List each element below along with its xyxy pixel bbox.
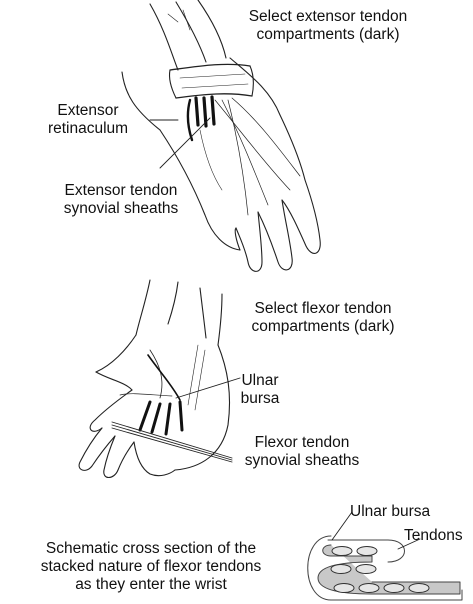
tendon-ellipse (357, 547, 377, 556)
tendon-ellipse (384, 584, 404, 593)
ulnar-bursa-label: Ulnar bursa (232, 372, 288, 408)
dorsal-caption-line2: compartments (dark) (218, 26, 438, 44)
extensor-retinaculum-label: Extensor retinaculum (22, 102, 154, 138)
cross-caption-line2: stacked nature of flexor tendons (6, 558, 296, 576)
palmar-caption-line1: Select flexor tendon (218, 300, 428, 318)
cross-tendons-label: Tendons (404, 527, 472, 545)
tendon-ellipse (356, 565, 376, 574)
tendon-ellipse (331, 565, 351, 574)
ulnar-bursa-line2: bursa (232, 390, 288, 408)
extensor-sheaths-line1: Extensor tendon (34, 182, 208, 200)
dorsal-caption-line1: Select extensor tendon (218, 8, 438, 26)
ulnar-bursa-line1: Ulnar (232, 372, 288, 390)
cross-section-caption: Schematic cross section of the stacked n… (6, 540, 296, 594)
tendon-ellipse (332, 547, 352, 556)
cross-caption-line3: as they enter the wrist (6, 576, 296, 594)
extensor-sheaths-label: Extensor tendon synovial sheaths (34, 182, 208, 218)
retinaculum-line2: retinaculum (22, 120, 154, 138)
dorsal-caption: Select extensor tendon compartments (dar… (218, 8, 438, 44)
flexor-sheaths-label: Flexor tendon synovial sheaths (222, 434, 382, 470)
palmar-caption-line2: compartments (dark) (218, 318, 428, 336)
retinaculum-line1: Extensor (22, 102, 154, 120)
tendon-ellipse (359, 584, 379, 593)
extensor-sheaths-line2: synovial sheaths (34, 200, 208, 218)
flexor-sheaths-line2: synovial sheaths (222, 452, 382, 470)
tendon-ellipse (334, 584, 354, 593)
cross-ulnar-bursa-label: Ulnar bursa (350, 503, 462, 521)
palmar-hand-drawing (79, 280, 240, 478)
flexor-sheaths-line1: Flexor tendon (222, 434, 382, 452)
tendon-ellipse (409, 584, 429, 593)
cross-caption-line1: Schematic cross section of the (6, 540, 296, 558)
palmar-caption: Select flexor tendon compartments (dark) (218, 300, 428, 336)
